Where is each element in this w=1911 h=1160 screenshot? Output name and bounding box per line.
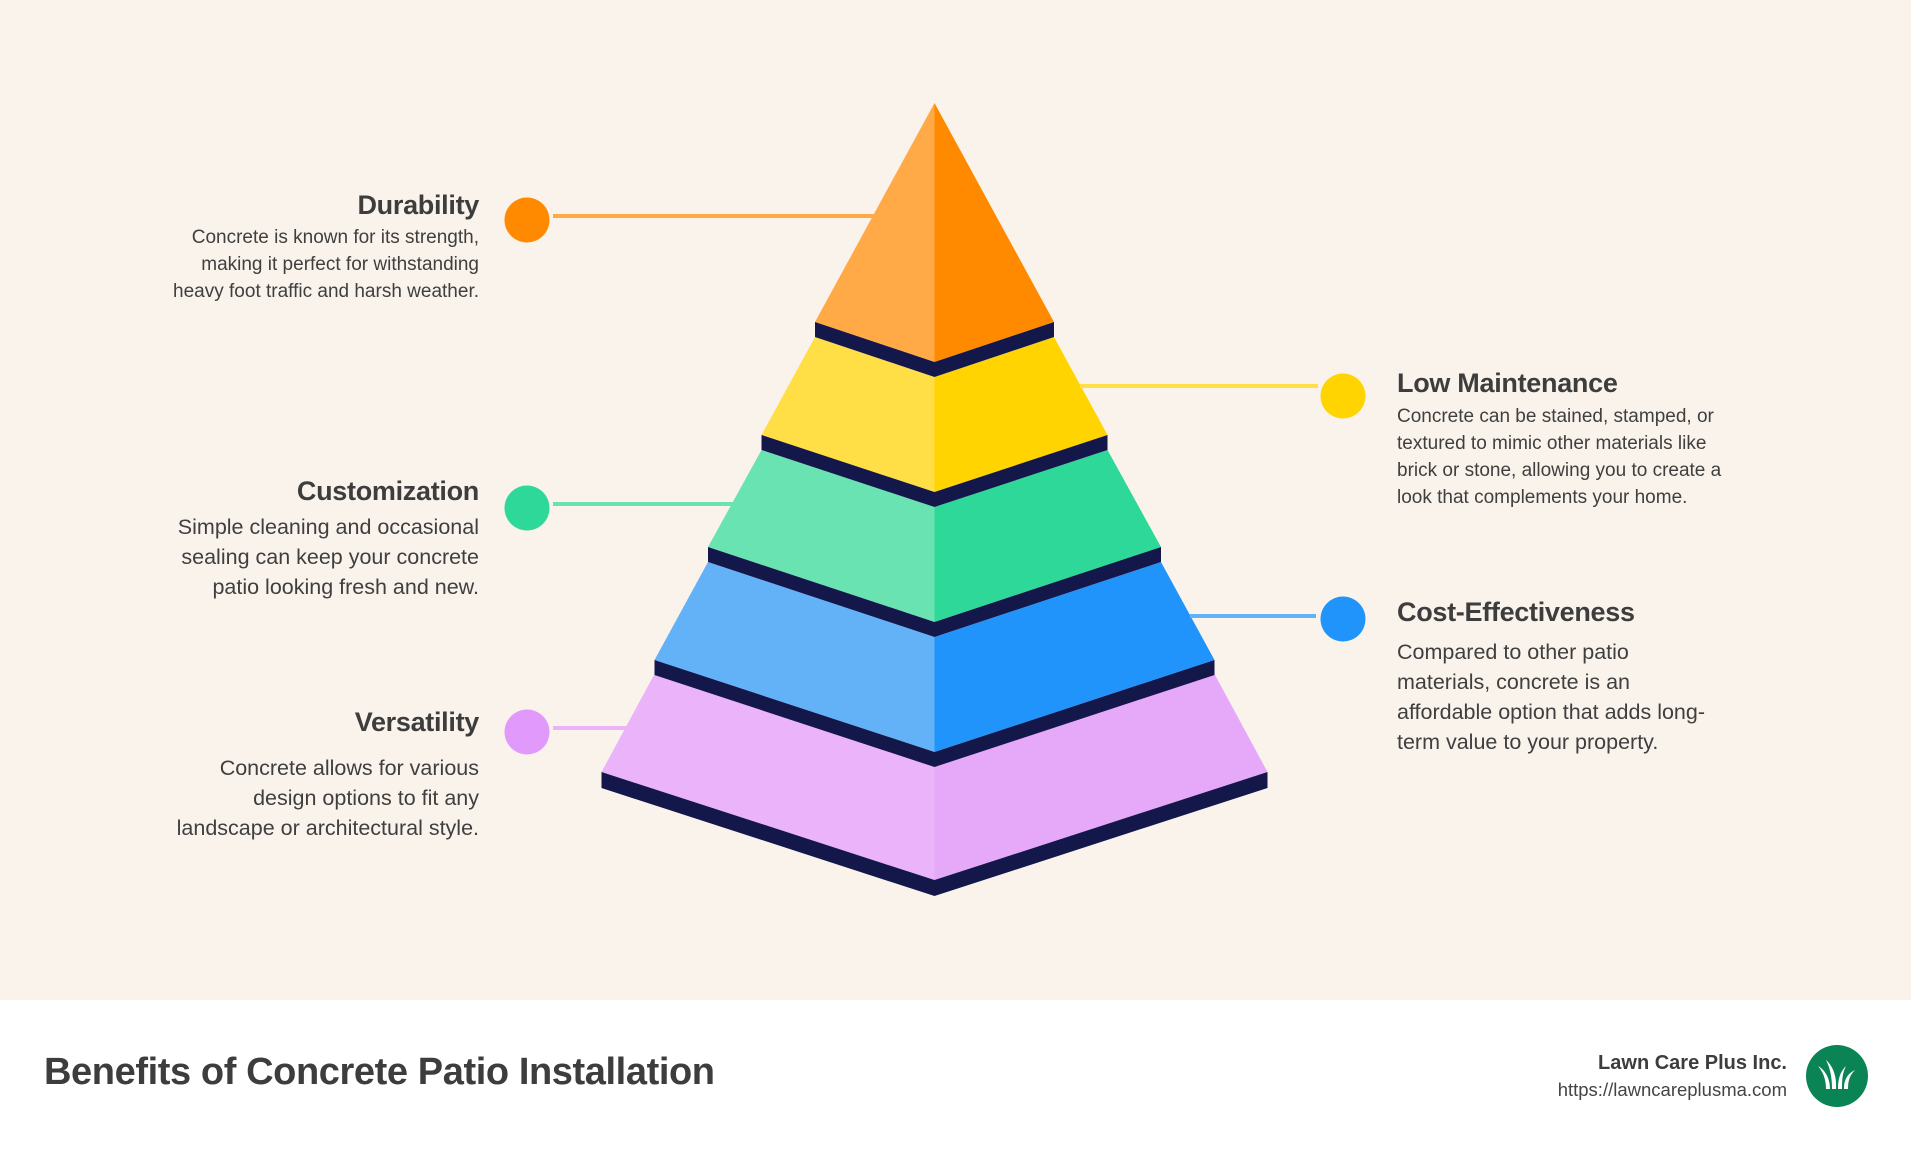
company-logo	[1806, 1045, 1868, 1107]
label-desc-line: sealing can keep your concrete	[181, 545, 479, 569]
label-title: Customization	[296, 476, 479, 506]
dot-durability	[504, 197, 550, 243]
label-low-maintenance: Low Maintenance Concrete can be stained,…	[1397, 366, 1721, 511]
label-durability: Durability Concrete is known for its str…	[173, 188, 479, 305]
label-desc-line: making it perfect for withstanding	[201, 254, 479, 275]
company-info: Lawn Care Plus Inc. https://lawncareplus…	[1558, 1050, 1787, 1104]
label-desc-line: look that complements your home.	[1397, 487, 1688, 508]
dot-customization	[504, 485, 550, 531]
dot-cost-effectiveness	[1320, 596, 1366, 642]
company-url-link[interactable]: https://lawncareplusma.com	[1557, 1079, 1787, 1100]
label-desc-line: materials, concrete is an	[1397, 670, 1631, 694]
pyramid-diagram	[504, 103, 1366, 896]
label-customization: Customization Simple cleaning and occasi…	[177, 474, 480, 602]
pyramid-tier-durability	[815, 103, 1054, 377]
pyramid-tier-cost-effectiveness	[654, 562, 1215, 767]
label-desc-line: Compared to other patio	[1397, 640, 1629, 664]
pyramid-tier-versatility	[601, 674, 1268, 896]
label-versatility: Versatility Concrete allows for various …	[176, 705, 480, 843]
label-desc-line: heavy foot traffic and harsh weather.	[173, 281, 479, 302]
label-title: Durability	[357, 190, 479, 220]
label-desc-line: Concrete allows for various	[219, 756, 479, 780]
label-desc-line: landscape or architectural style.	[176, 816, 479, 840]
infographic-canvas: Durability Concrete is known for its str…	[173, 103, 1722, 896]
label-desc-line: brick or stone, allowing you to create a	[1397, 460, 1722, 481]
company-name: Lawn Care Plus Inc.	[1598, 1052, 1787, 1074]
label-desc-line: textured to mimic other materials like	[1397, 433, 1707, 454]
label-desc-line: Simple cleaning and occasional	[177, 515, 479, 539]
label-desc-line: term value to your property.	[1397, 730, 1659, 754]
infographic-title: Benefits of Concrete Patio Installation	[44, 1051, 715, 1093]
label-desc-line: Concrete is known for its strength,	[191, 227, 479, 248]
label-desc-line: Concrete can be stained, stamped, or	[1397, 406, 1714, 427]
label-desc-line: affordable option that adds long-	[1397, 700, 1706, 724]
pyramid-tier-customization	[708, 450, 1161, 637]
label-title: Low Maintenance	[1397, 368, 1618, 398]
label-desc-line: patio looking fresh and new.	[212, 575, 479, 599]
label-desc-line: design options to fit any	[253, 786, 479, 810]
label-title: Versatility	[354, 707, 480, 737]
pyramid-tier-low-maintenance	[761, 337, 1108, 507]
dot-low-maintenance	[1320, 373, 1366, 419]
label-title: Cost-Effectiveness	[1397, 597, 1635, 627]
footer	[0, 1000, 1911, 1160]
grass-icon	[1818, 1060, 1855, 1089]
label-cost-effectiveness: Cost-Effectiveness Compared to other pat…	[1397, 595, 1705, 757]
dot-versatility	[504, 709, 550, 755]
